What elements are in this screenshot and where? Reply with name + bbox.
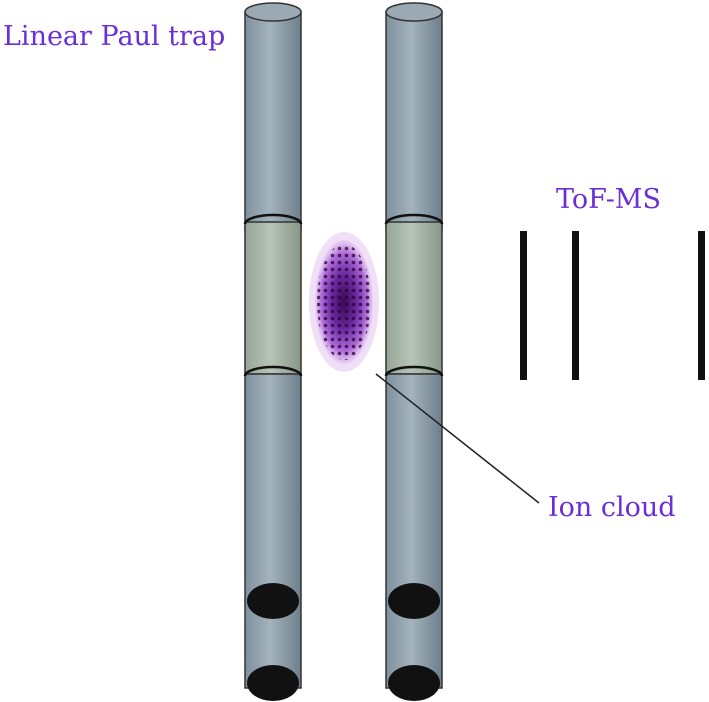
- electrode-1: [520, 231, 527, 380]
- left-rod-body-lower: [244, 373, 302, 689]
- right-rod-body-upper: [385, 11, 443, 231]
- electrode-2: [572, 231, 579, 380]
- electrode-3: [698, 231, 705, 380]
- right-rod-body-lower: [385, 373, 443, 689]
- right-rod-segment: [385, 221, 443, 375]
- right-rod-hole-upper: [388, 583, 440, 619]
- tof-ms-label: ToF-MS: [556, 184, 661, 215]
- left-rod-segment-bottom-edge: [243, 365, 303, 377]
- right-rod-top-cap: [385, 2, 443, 22]
- left-rod-top-cap: [244, 2, 302, 22]
- trap-label: Linear Paul trap: [3, 21, 225, 52]
- right-rod-segment-top-edge: [384, 213, 444, 225]
- left-rod-segment-top-edge: [243, 213, 303, 225]
- left-trap-rod: [243, 2, 303, 701]
- right-rod-hole-lower: [388, 665, 440, 701]
- ion-cloud-ions: [317, 244, 371, 360]
- left-rod-hole-lower: [247, 665, 299, 701]
- right-rod-segment-bottom-edge: [384, 365, 444, 377]
- ion-cloud: [309, 232, 379, 372]
- ion-cloud-label: Ion cloud: [548, 492, 676, 523]
- right-trap-rod: [384, 2, 444, 701]
- ion-cloud-pointer-line: [375, 373, 540, 504]
- left-rod-body-upper: [244, 11, 302, 231]
- left-rod-hole-upper: [247, 583, 299, 619]
- left-rod-segment: [244, 221, 302, 375]
- tof-ms-electrodes: [520, 231, 705, 380]
